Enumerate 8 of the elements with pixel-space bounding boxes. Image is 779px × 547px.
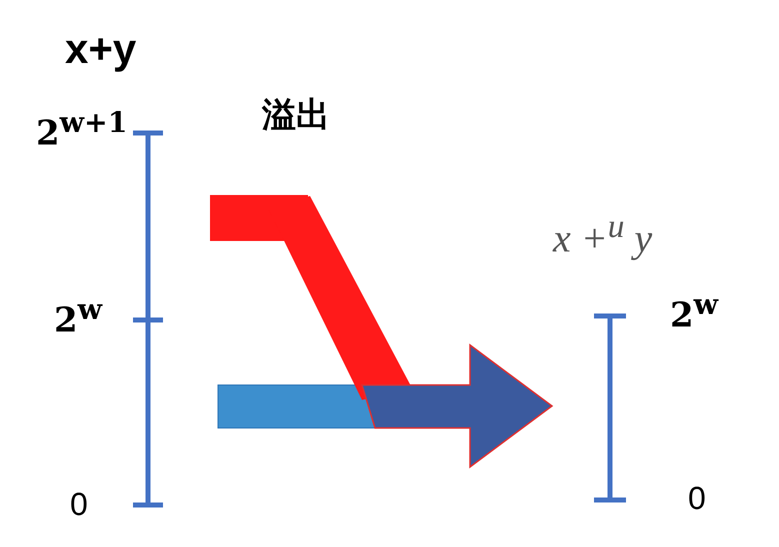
tick-label: 2$^{w+1}$ <box>36 108 128 150</box>
axis-label: x +$^{u}$ y <box>553 210 652 258</box>
tick-label: 2$^{w}$ <box>670 290 718 332</box>
axis-label: x+y <box>65 28 136 70</box>
tick-label: 0 <box>688 482 706 514</box>
tick-label: 0 <box>70 488 88 520</box>
overflow-label: 溢出 <box>262 98 330 132</box>
tick-label: 2$^{w}$ <box>54 295 102 338</box>
